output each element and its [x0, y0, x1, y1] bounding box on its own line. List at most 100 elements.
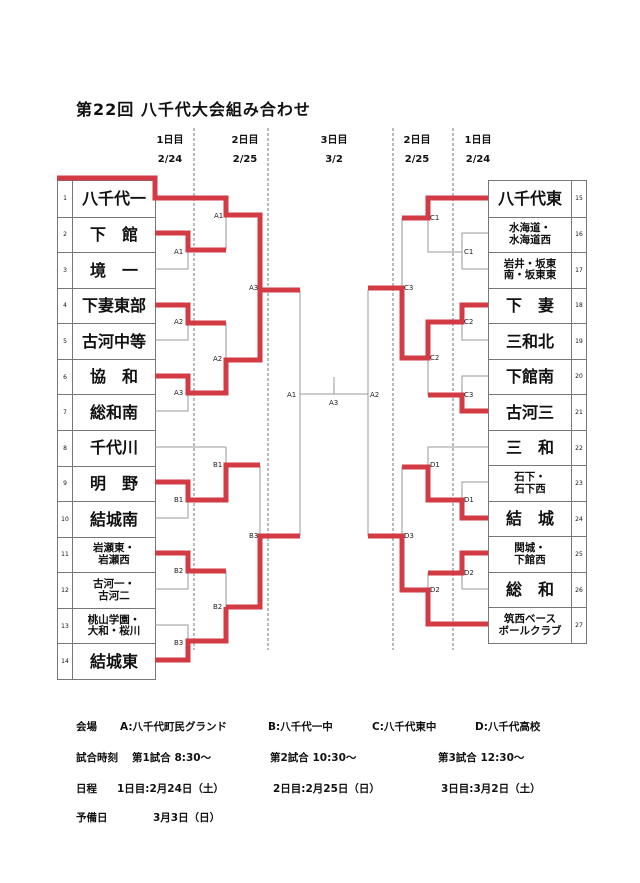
time-1: 第1試合 8:30〜: [132, 752, 212, 764]
team-name: 結城南: [89, 509, 138, 529]
team-name: 下 妻: [505, 296, 554, 316]
team-name: 水海道・ 水海道西: [509, 222, 551, 246]
team-name: 下館南: [505, 367, 554, 387]
match-label: A1: [214, 212, 223, 220]
team-number: 23: [571, 466, 586, 501]
team-name: 石下・ 石下西: [514, 471, 546, 495]
right-day2-label: 2日目: [403, 135, 431, 146]
team-row: 総 和 26: [489, 571, 586, 608]
match-label: A2: [174, 318, 183, 326]
bracket-lines: [155, 215, 488, 641]
match-labels: A1 A1 A2 A3 A2 A3 B1 B1 B2 B3 B2 B3 A1 A…: [174, 212, 474, 647]
final-day-date: 3/2: [325, 154, 343, 165]
day-dividers: [193, 128, 454, 650]
match-label: D1: [430, 461, 440, 469]
match-label: A3: [329, 399, 338, 407]
team-number: 2: [58, 217, 73, 253]
team-number: 9: [58, 466, 73, 502]
reserve-date: 3月3日（日）: [153, 812, 221, 824]
team-number: 1: [58, 181, 73, 217]
team-row: 三和北 19: [489, 323, 586, 359]
match-label: D1: [464, 496, 474, 504]
team-name: 総和南: [89, 402, 138, 422]
match-label: A3: [249, 284, 258, 292]
team-number: 27: [571, 608, 586, 643]
match-label: B3: [249, 532, 258, 540]
schedule-3: 3日目:3月2日（土）: [441, 783, 541, 795]
match-label: D3: [404, 532, 414, 540]
team-row: 石下・ 石下西 23: [489, 465, 586, 501]
team-name: 関城・ 下館西: [514, 542, 546, 566]
team-name: 協 和: [89, 367, 138, 387]
team-row: 関城・ 下館西 25: [489, 536, 586, 572]
team-name: 岩井・坂東 南・坂東東: [503, 257, 557, 282]
team-name: 千代川: [89, 438, 138, 458]
team-name: 明 野: [89, 474, 138, 494]
team-row: 3 境 一: [58, 252, 155, 288]
team-number: 18: [571, 288, 586, 324]
team-number: 6: [58, 359, 73, 395]
match-label: A1: [174, 248, 183, 256]
venue-b: B:八千代一中: [268, 721, 333, 733]
match-label: C2: [464, 318, 473, 326]
schedule-2: 2日目:2月25日（日）: [273, 783, 380, 795]
left-day2-label: 2日目: [231, 135, 259, 146]
team-name: 桃山学園・ 大和・桜川: [87, 613, 141, 638]
team-name: 境 一: [89, 260, 138, 280]
match-label: A1: [287, 391, 296, 399]
team-number: 3: [58, 253, 73, 288]
team-name: 結 城: [505, 509, 554, 529]
match-label: B3: [174, 639, 183, 647]
match-label: D2: [430, 586, 440, 594]
team-number: 25: [571, 537, 586, 572]
team-name: 三和北: [505, 331, 554, 351]
page-title: 第22回 八千代大会組み合わせ: [76, 100, 311, 119]
team-number: 26: [571, 572, 586, 608]
match-label: B1: [174, 496, 183, 504]
team-row: 岩井・坂東 南・坂東東 17: [489, 252, 586, 288]
team-number: 8: [58, 431, 73, 466]
team-name: 八千代一: [81, 188, 146, 208]
time-2: 第2試合 10:30〜: [270, 752, 357, 764]
match-label: C3: [464, 391, 473, 399]
team-number: 19: [571, 324, 586, 359]
venue-d: D:八千代高校: [475, 721, 541, 733]
match-label: C3: [404, 284, 413, 292]
team-number: 15: [571, 181, 586, 217]
reserve-label: 予備日: [76, 812, 108, 824]
match-label: C1: [464, 248, 473, 256]
match-label: A2: [370, 391, 379, 399]
time-label: 試合時刻: [76, 752, 118, 764]
venue-c: C:八千代東中: [372, 721, 437, 733]
venue-a: A:八千代町民グランド: [120, 721, 228, 733]
team-name: 下妻東部: [81, 296, 146, 316]
venue-label: 会場: [76, 721, 97, 733]
team-number: 13: [58, 608, 73, 644]
team-name: 下 館: [89, 225, 138, 245]
team-number: 11: [58, 537, 73, 573]
match-label: A3: [174, 389, 183, 397]
team-row: 6 協 和: [58, 358, 155, 395]
team-name: 古河中等: [81, 331, 146, 351]
team-row: 2 下 館: [58, 216, 155, 253]
left-day2-date: 2/25: [232, 154, 258, 165]
team-number: 17: [571, 253, 586, 288]
time-3: 第3試合 12:30〜: [438, 752, 525, 764]
schedule-1: 1日目:2月24日（土）: [117, 783, 224, 795]
match-label: C1: [430, 214, 439, 222]
team-name: 古河三: [505, 402, 554, 422]
team-row: 8 千代川: [58, 430, 155, 466]
team-number: 5: [58, 324, 73, 359]
team-name: 総 和: [505, 580, 554, 600]
schedule-label: 日程: [76, 783, 97, 795]
team-number: 21: [571, 395, 586, 430]
